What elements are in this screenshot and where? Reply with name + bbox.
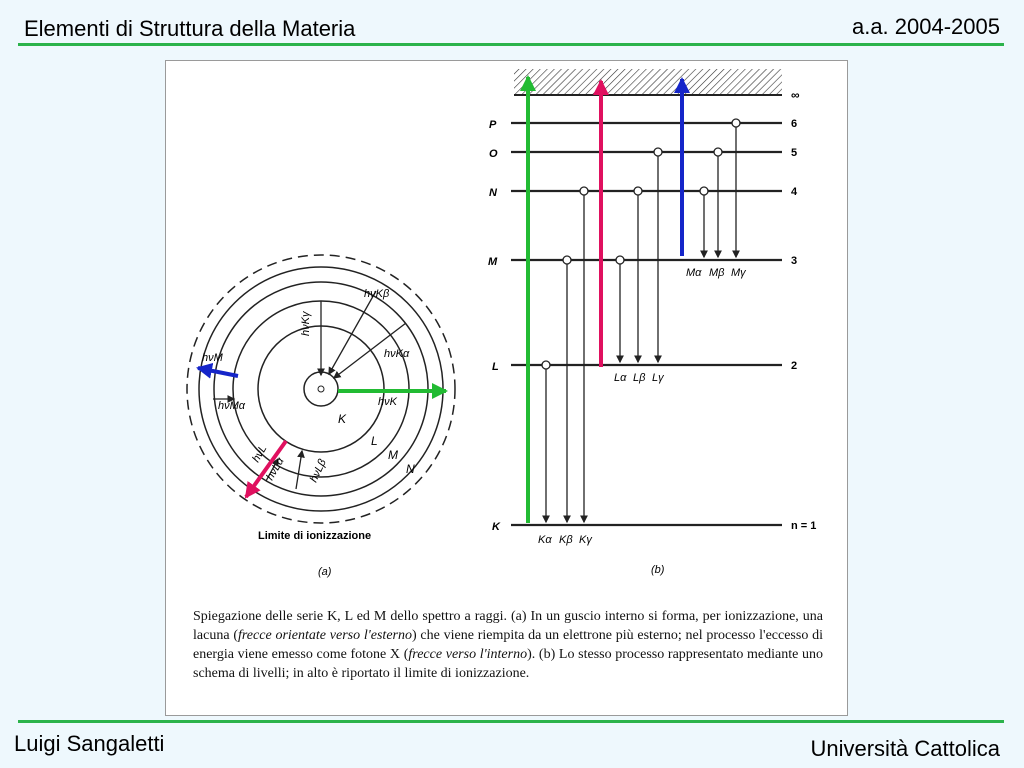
caption-italic-1: frecce orientate verso l'esterno [237,628,412,643]
figure-panel: hνK hνKα hνKβ hνKγ hνM hνMα hνL hνLα hνL… [165,60,848,716]
caption-text-1: Spiegazione delle serie K, L ed M dello … [193,609,823,643]
ionization-limit-circle [186,254,456,524]
level-letter-n: N [489,187,498,199]
label-lb: Lβ [633,372,646,384]
label-lg: Lγ [652,372,665,384]
label-kg: Kγ [579,534,593,546]
level-letter-l: L [492,361,499,373]
ionization-limit-label: Limite di ionizzazione [258,530,371,542]
label-hvka: hνKα [384,348,410,360]
panel-b-label: (b) [651,564,665,576]
level-number-3: 3 [791,255,797,267]
label-hvma: hνMα [218,400,246,412]
shell-label-n: N [406,462,415,476]
shell-label-l: L [371,434,378,448]
level-number-4: 4 [791,186,798,198]
label-hvk: hνK [378,396,398,408]
shell-label-k: K [338,412,347,426]
label-hvlb: hνLβ [308,457,329,484]
footer-rule [18,720,1004,723]
xray-diagram: hνK hνKα hνKβ hνKγ hνM hνMα hνL hνLα hνL… [186,69,816,578]
caption-italic-2: frecce verso l'interno [408,647,528,662]
caption-text-3: ). (b) Lo stesso processo rappresentato … [193,647,824,681]
level-letter-k: K [492,521,501,533]
author-name: Luigi Sangaletti [14,731,165,756]
level-letter-o: O [489,148,498,160]
academic-year: a.a. 2004-2005 [851,14,1000,39]
label-hvl: hνL [250,443,269,464]
level-letter-p: P [489,119,497,131]
caption-text-2: ) che viene riempita da un elettrone più… [193,628,823,662]
ionization-hatch [514,69,782,95]
shell-label-m: M [388,448,398,462]
label-ka: Kα [538,534,552,546]
blue-arrow-m [196,362,239,379]
label-mb: Mβ [709,267,725,279]
level-number-5: 5 [791,147,797,159]
shell-model: hνK hνKα hνKβ hνKγ hνM hνMα hνL hνLα hνL… [186,254,456,578]
label-hvkb: hνKβ [364,288,390,300]
label-kb: Kβ [559,534,573,546]
level-scheme: P O N M L K ∞ 6 5 4 3 2 n = 1 Kα Kβ Kγ [488,69,816,576]
label-ma: Mα [686,267,702,279]
label-hvm: hνM [202,352,224,364]
pink-arrow-l [244,439,288,499]
label-la: Lα [614,372,627,384]
level-number-inf: ∞ [791,88,800,102]
institution-name: Università Cattolica [810,736,1000,761]
nucleus [303,371,339,407]
level-number-1: n = 1 [791,520,816,532]
slide-title: Elementi di Struttura della Materia [24,16,356,41]
panel-a-label: (a) [318,566,332,578]
figure-caption: Spiegazione delle serie K, L ed M dello … [193,607,823,683]
label-hvkg: hνKγ [300,310,312,336]
header-rule [18,43,1004,46]
level-number-6: 6 [791,118,797,130]
label-mg: Mγ [731,267,747,279]
level-number-2: 2 [791,360,797,372]
level-letter-m: M [488,256,498,268]
